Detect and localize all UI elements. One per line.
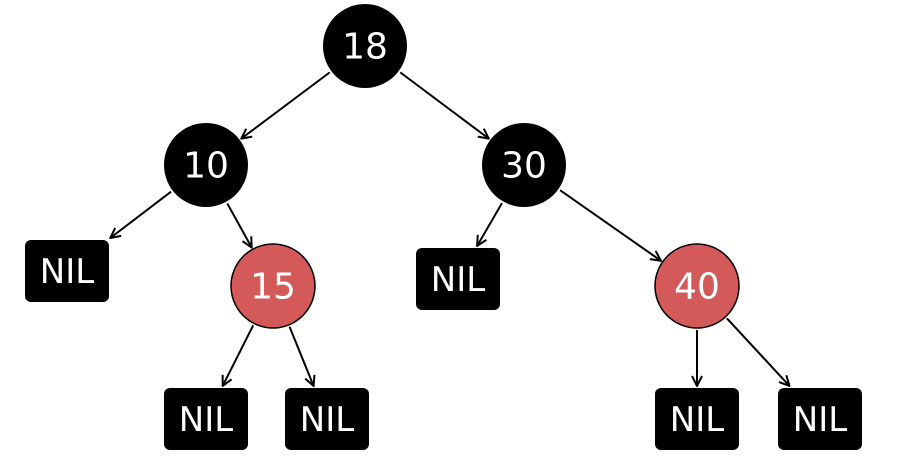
edge-n40-to-nil6 [726, 317, 790, 386]
black-node-circle [323, 4, 407, 88]
nil-box [164, 388, 248, 450]
edge-n10-to-nil1 [110, 190, 172, 238]
nil-leaf-nil3: NIL [164, 388, 248, 450]
node-key-label: 15 [250, 267, 296, 308]
nil-leaf-nil5: NIL [655, 388, 739, 450]
nil-box [655, 388, 739, 450]
tree-node-n10: 10 [164, 123, 248, 207]
nil-leaf-nil2: NIL [416, 248, 500, 310]
node-key-label: 40 [674, 267, 720, 308]
tree-node-n40: 40 [654, 243, 740, 329]
nil-box [778, 388, 862, 450]
nil-label: NIL [793, 400, 847, 440]
nil-label: NIL [40, 252, 94, 292]
edge-n15-to-nil4 [288, 326, 314, 386]
node-key-label: 18 [342, 27, 388, 68]
nil-label: NIL [431, 260, 485, 300]
nil-leaf-nil6: NIL [778, 388, 862, 450]
black-node-circle [482, 123, 566, 207]
nil-label: NIL [670, 400, 724, 440]
red-node-circle [654, 243, 740, 329]
nil-leaf-nil1: NIL [25, 240, 109, 302]
edge-n30-to-nil2 [477, 202, 503, 246]
edge-n18-to-n10 [241, 71, 331, 138]
tree-node-n30: 30 [482, 123, 566, 207]
nil-leaf-nil4: NIL [285, 388, 369, 450]
nil-label: NIL [179, 400, 233, 440]
node-key-label: 10 [183, 146, 229, 187]
tree-node-n18: 18 [323, 4, 407, 88]
tree-edges [110, 71, 790, 386]
edge-n10-to-n15 [226, 203, 251, 247]
tree-node-n15: 15 [230, 243, 316, 329]
red-node-circle [230, 243, 316, 329]
edge-n15-to-nil3 [223, 324, 255, 386]
nil-box [285, 388, 369, 450]
nil-box [416, 248, 500, 310]
edge-n30-to-n40 [559, 189, 661, 261]
nil-box [25, 240, 109, 302]
nil-label: NIL [300, 400, 354, 440]
node-key-label: 30 [501, 146, 547, 187]
black-node-circle [164, 123, 248, 207]
edge-n18-to-n30 [399, 71, 489, 138]
